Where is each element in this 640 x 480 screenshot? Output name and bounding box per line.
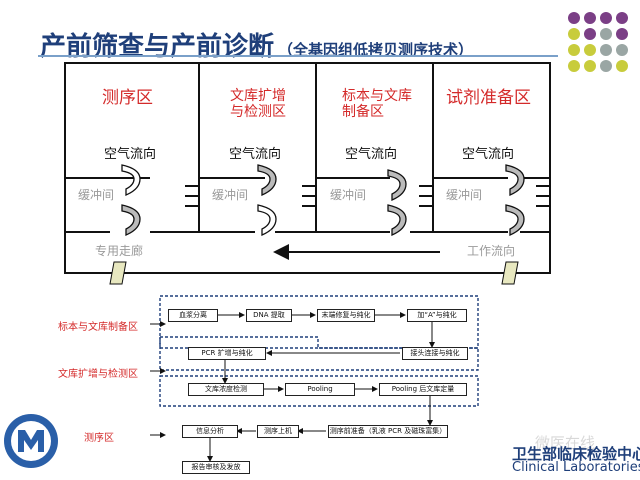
dot [584,12,596,24]
zone-sample-prep [159,295,479,349]
flow-step: 血浆分离 [168,309,218,322]
flow-step: 信息分析 [182,425,238,438]
dot [600,44,612,56]
zone-library-amp [159,336,479,371]
flow-arrows [150,312,435,462]
flow-step: 报告审核及发放 [182,461,250,474]
door-right [501,261,519,285]
flow-step: 测序上机 [257,425,299,438]
airflow-label: 空气流向 [104,147,157,162]
plan-outline [64,62,551,274]
flow-step: 文库浓度检测 [188,383,264,396]
flow-step: PCR 扩增与纯化 [188,347,266,360]
flow-step: DNA 提取 [246,309,292,322]
watermark-text: 微医在线 [535,434,596,452]
flow-step: Pooling 后文库定量 [379,383,467,396]
buffer-label: 缓冲间 [330,188,367,202]
buffer-label: 缓冲间 [212,188,249,202]
dot [584,60,596,72]
decorative-dots [566,10,636,82]
room-title-library-amp: 文库扩增与检测区 [230,88,286,120]
brand-name: 卫生部临床检验中心 [512,445,640,463]
zone-library-amp-lower [159,375,479,407]
flow-step: Pooling [285,383,355,396]
airflow-arrows [121,164,525,236]
page-subtitle: （全基因组低拷贝测序技术） [278,41,474,59]
buffer-label: 缓冲间 [446,188,483,202]
dot [568,60,580,72]
corridor-label: 专用走廊 [95,244,144,258]
dot [600,60,612,72]
dot [584,44,596,56]
zone-label-sample-prep: 标本与文库制备区 [58,322,138,333]
title-divider [38,55,558,57]
airflow-label: 空气流向 [345,147,398,162]
institution-logo-icon [4,414,58,468]
dot [616,60,628,72]
dot [568,44,580,56]
workflow-label: 工作流向 [467,244,516,258]
dot [616,44,628,56]
brand-name-en: Clinical Laboratories [512,460,640,475]
dot [616,28,628,40]
flow-step: 末端修复与纯化 [317,309,375,322]
flow-step: 加“A”与纯化 [407,309,467,322]
door-left [109,261,127,285]
dot [568,28,580,40]
zone-label-sequencing: 测序区 [84,433,114,444]
dot [584,28,596,40]
page-title: 产前筛查与产前诊断（全基因组低拷贝测序技术） [40,32,474,62]
zone-label-library-amp: 文库扩增与检测区 [58,369,138,380]
flow-step: 接头连接与纯化 [402,347,468,360]
room-title-sample-prep: 标本与文库制备区 [342,88,412,120]
airflow-label: 空气流向 [462,147,515,162]
room-title-reagent: 试剂准备区 [446,88,531,108]
pass-window-marks [185,185,550,207]
flow-step: 测序前准备（乳液 PCR 及磁珠富集） [328,425,448,438]
dot [616,12,628,24]
buffer-label: 缓冲间 [78,188,115,202]
room-title-sequencing: 测序区 [102,88,153,108]
dot [568,12,580,24]
dot [600,28,612,40]
airflow-label: 空气流向 [229,147,282,162]
dot [600,12,612,24]
